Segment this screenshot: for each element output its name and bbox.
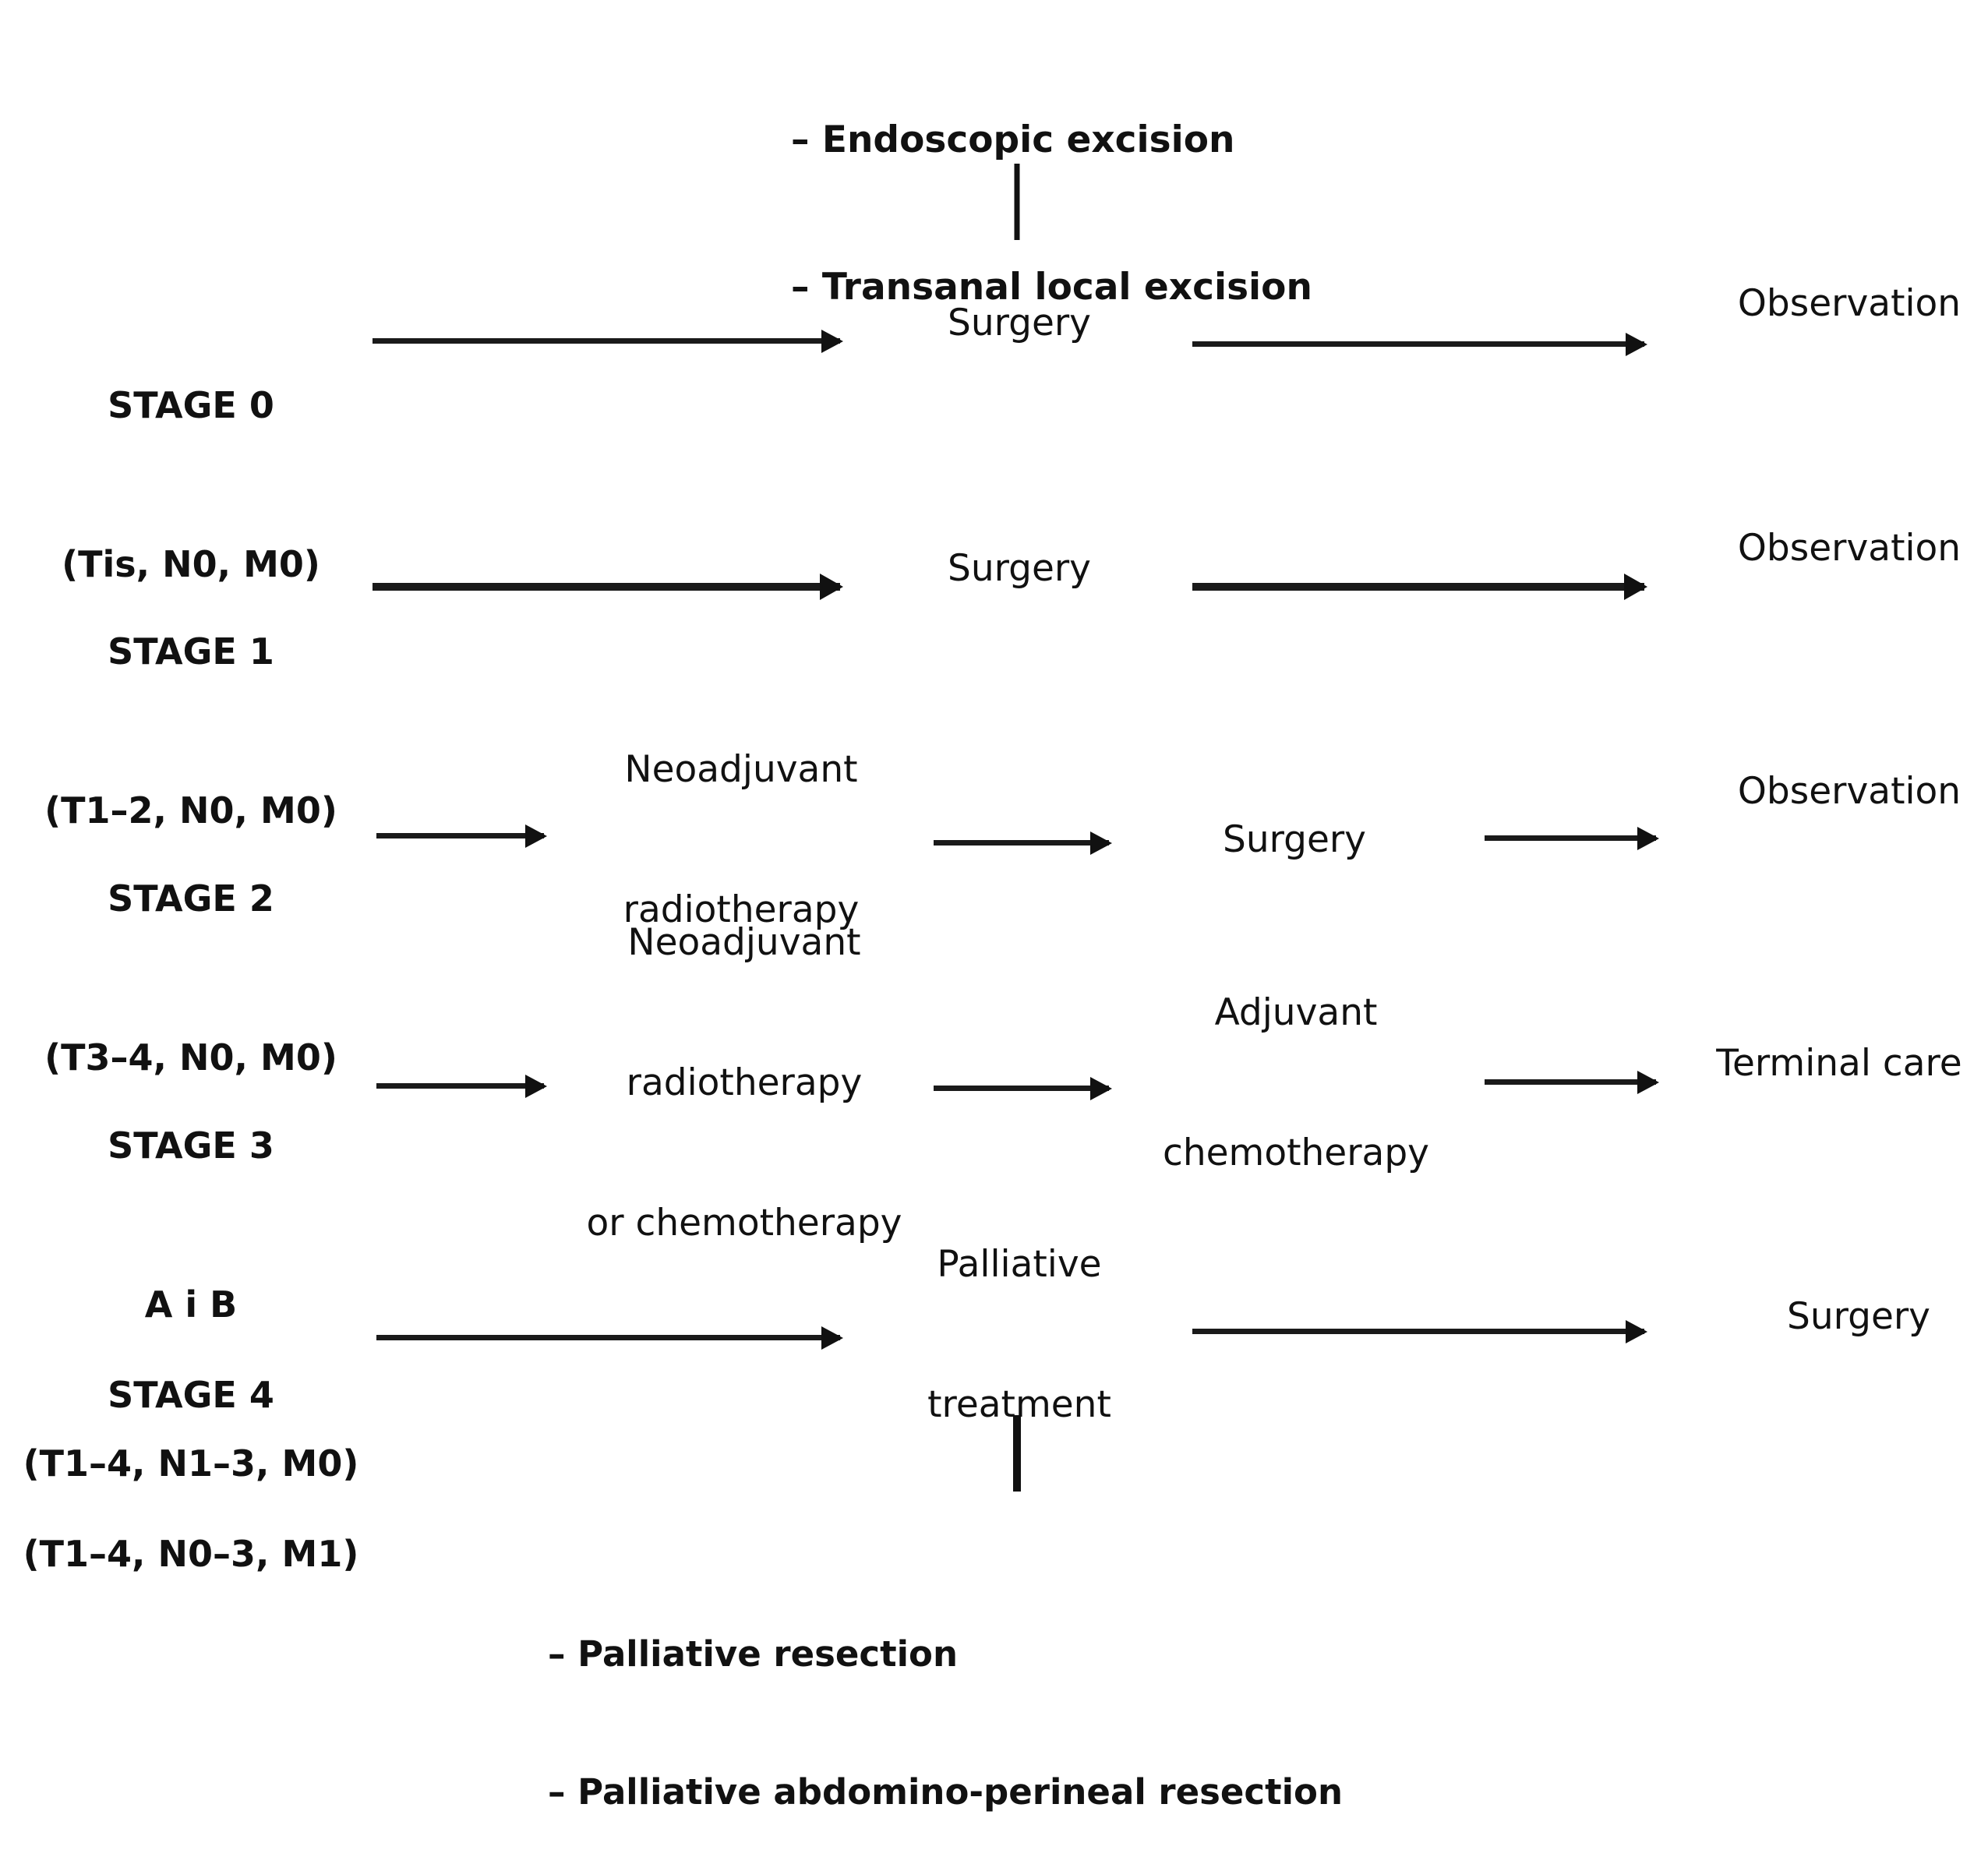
arrow-stage1-to-observation [1192, 583, 1644, 591]
stage-0-label: STAGE 0 (Tis, N0, M0) [62, 273, 320, 697]
palliative-option-1: – Palliative resection [548, 1633, 958, 1675]
stage-2-step-surgery: Surgery [1223, 723, 1366, 957]
stage-4-palliative-line1: Palliative [937, 1243, 1102, 1286]
palliative-option-2: – Palliative abdomino-perineal resection [548, 1771, 1343, 1813]
stage-3-step-neoadjuvant: Neoadjuvant radiotherapy or chemotherapy [586, 826, 902, 1340]
connector-top-vertical [1014, 164, 1020, 240]
connector-bottom-vertical [1013, 1415, 1021, 1492]
arrow-stage1-to-surgery [373, 583, 840, 591]
stage-1-step-observation: Observation [1738, 432, 1961, 665]
stage-0-surgery-label: Surgery [947, 302, 1092, 344]
stage-3-neoadjuvant-line2: radiotherapy [626, 1061, 863, 1104]
arrow-stage3-to-terminal-care [1485, 1079, 1656, 1085]
stage-1-label: STAGE 1 (T1–2, N0, M0) [44, 519, 337, 943]
arrow-stage4-to-surgery [1192, 1329, 1644, 1334]
stage-2-label: STAGE 2 (T3–4, N0, M0) [44, 766, 337, 1190]
arrow-stage2-to-neoadjuvant [376, 833, 544, 838]
arrow-stage4-to-palliative [376, 1335, 840, 1340]
stage-3-terminal-care-label: Terminal care [1716, 1042, 1962, 1085]
stage-4-label: STAGE 4 (T1–4, N0–3, M1) [23, 1262, 359, 1686]
surgery-option-2: – Transanal local excision [791, 266, 1312, 309]
stage-2-neoadjuvant-line1: Neoadjuvant [624, 748, 858, 791]
stage-4-surgery-label: Surgery [1786, 1295, 1931, 1338]
stage-3-step-adjuvant-chemotherapy: Adjuvant chemotherapy [1163, 896, 1429, 1270]
stage-3-neoadjuvant-line3: or chemotherapy [586, 1202, 902, 1244]
arrow-neoadjuvant-to-surgery-stage2 [934, 840, 1109, 846]
stage-0-title: STAGE 0 [108, 384, 274, 426]
stage-3-adjuvant-line1: Adjuvant [1214, 991, 1378, 1034]
stage-0-step-surgery: Surgery [948, 207, 1091, 440]
stage-3-subtitle: A i B [144, 1283, 238, 1326]
stage-2-neoadjuvant-line2: radiotherapy [623, 888, 860, 931]
stage-0-step-observation: Observation [1738, 187, 1961, 421]
stage-3-adjuvant-line2: chemotherapy [1163, 1131, 1429, 1174]
stage-1-tnm: (T1–2, N0, M0) [44, 789, 337, 831]
stage-0-tnm: (Tis, N0, M0) [62, 543, 320, 585]
arrow-stage0-to-observation [1192, 341, 1644, 347]
stage-2-step-neoadjuvant-radiotherapy: Neoadjuvant radiotherapy [623, 653, 860, 1027]
stage-2-observation-label: Observation [1737, 770, 1962, 813]
palliative-options-list: – Palliative resection – Palliative abdo… [548, 1539, 1611, 1857]
stage-4-step-surgery: Surgery [1787, 1200, 1930, 1434]
arrow-stage0-to-surgery [373, 338, 840, 344]
stage-4-tnm: (T1–4, N0–3, M1) [23, 1533, 359, 1575]
surgery-options-list: – Endoscopic excision – Transanal local … [791, 17, 1312, 410]
stage-3-step-terminal-care: Terminal care [1716, 947, 1962, 1181]
surgery-option-1: – Endoscopic excision [791, 118, 1235, 161]
stage-3-tnm: (T1–4, N1–3, M0) [23, 1442, 359, 1485]
stage-2-tnm: (T3–4, N0, M0) [44, 1036, 337, 1079]
stage-0-observation-label: Observation [1737, 282, 1962, 325]
stage-2-title: STAGE 2 [108, 877, 274, 920]
stage-2-surgery-label: Surgery [1222, 818, 1367, 861]
stage-2-step-observation: Observation [1738, 675, 1961, 909]
arrow-stage3-to-neoadjuvant [376, 1083, 544, 1089]
stage-1-title: STAGE 1 [108, 630, 274, 673]
stage-1-step-surgery: Surgery [948, 452, 1091, 686]
stage-1-surgery-label: Surgery [947, 547, 1092, 590]
arrow-stage2-to-observation [1485, 835, 1656, 841]
stage-3-label: STAGE 3 A i B (T1–4, N1–3, M0) [23, 1013, 359, 1596]
stage-3-title: STAGE 3 [108, 1124, 274, 1167]
arrow-neoadjuvant-to-adjuvant [934, 1086, 1109, 1091]
stage-4-title: STAGE 4 [108, 1374, 274, 1416]
stage-1-observation-label: Observation [1737, 527, 1962, 570]
stage-3-neoadjuvant-line1: Neoadjuvant [627, 921, 861, 964]
